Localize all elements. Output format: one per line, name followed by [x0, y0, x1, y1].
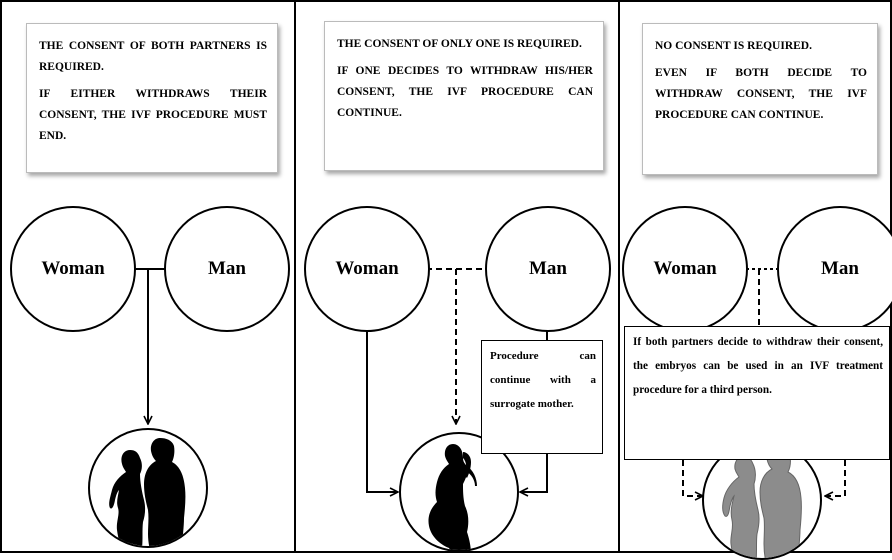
man-circle: Man — [777, 206, 892, 332]
woman-label: Woman — [653, 258, 717, 279]
rule-box: NO CONSENT IS REQUIRED. EVEN IF BOTH DEC… — [642, 23, 878, 175]
man-circle: Man — [164, 206, 290, 332]
woman-label: Woman — [335, 258, 399, 279]
note-text: Procedure can continue with a surrogate … — [490, 350, 596, 410]
rule-line: NO CONSENT IS REQUIRED. — [655, 40, 812, 52]
couple-silhouette-circle — [88, 428, 208, 548]
third-person-note: If both partners decide to withdraw thei… — [624, 326, 890, 460]
surrogate-note: Procedure can continue with a surrogate … — [481, 340, 603, 454]
woman-circle: Woman — [304, 206, 430, 332]
rule-line: THE CONSENT OF BOTH PARTNERS IS REQUIRED… — [39, 40, 267, 73]
note-text: If both partners decide to withdraw thei… — [633, 336, 883, 396]
woman-circle: Woman — [10, 206, 136, 332]
woman-label: Woman — [41, 258, 105, 279]
rule-line: IF ONE DECIDES TO WITHDRAW HIS/HER CONSE… — [337, 65, 593, 119]
man-label: Man — [821, 258, 859, 279]
woman-circle: Woman — [622, 206, 748, 332]
rule-line: EVEN IF BOTH DECIDE TO WITHDRAW CONSENT,… — [655, 67, 867, 121]
man-label: Man — [208, 258, 246, 279]
pregnant-woman-icon — [428, 444, 477, 550]
couple-silhouette-icon — [109, 438, 186, 546]
rule-line: THE CONSENT OF ONLY ONE IS REQUIRED. — [337, 38, 582, 50]
rule-box: THE CONSENT OF ONLY ONE IS REQUIRED. IF … — [324, 21, 604, 171]
man-label: Man — [529, 258, 567, 279]
rule-box: THE CONSENT OF BOTH PARTNERS IS REQUIRED… — [26, 23, 278, 173]
man-circle: Man — [485, 206, 611, 332]
rule-line: IF EITHER WITHDRAWS THEIR CONSENT, THE I… — [39, 88, 267, 142]
third-person-silhouette-circle — [702, 440, 822, 560]
